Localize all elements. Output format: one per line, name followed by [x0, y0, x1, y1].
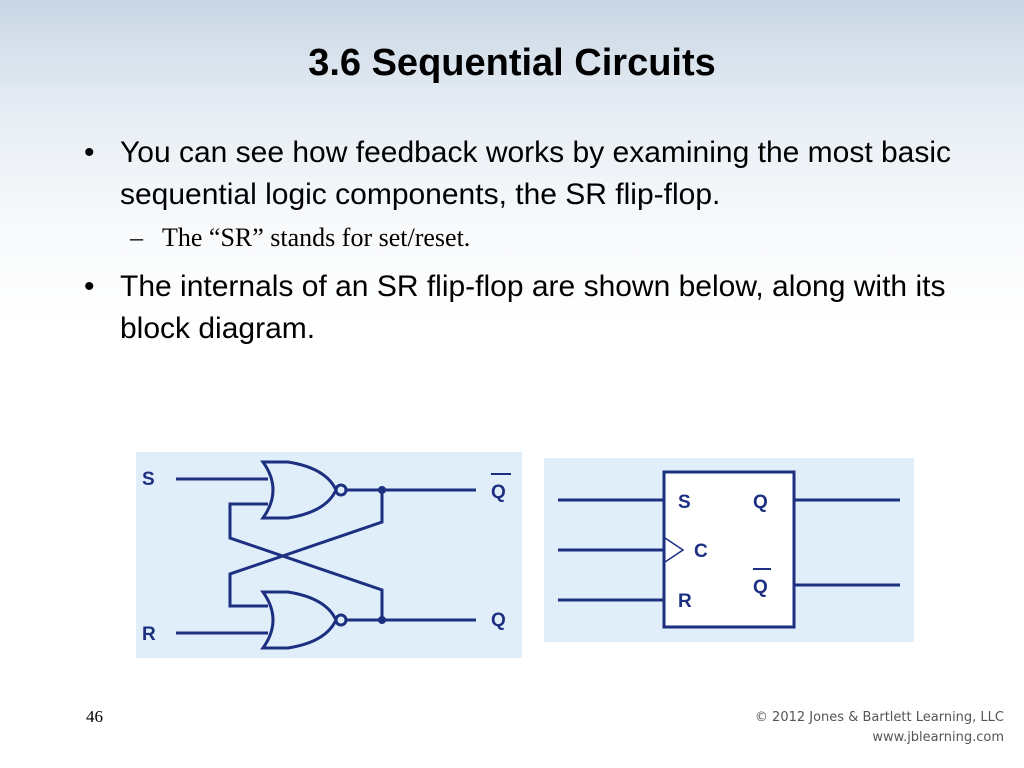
nor-flipflop-schematic: S R Q Q	[142, 460, 511, 650]
block-r-label: R	[678, 591, 692, 612]
nor-bubble-bottom	[334, 613, 348, 627]
feedback-wire-top	[228, 490, 384, 608]
copyright-line: © 2012 Jones & Bartlett Learning, LLC	[754, 710, 1004, 725]
page-number: 46	[86, 707, 103, 726]
junction-dot-bottom	[378, 616, 386, 624]
nor-bubble-top	[334, 483, 348, 497]
sub-bullet-marker: –	[130, 223, 143, 252]
nor-gate-bottom	[260, 590, 338, 650]
block-s-label: S	[678, 492, 691, 513]
publisher-url: www.jblearning.com	[872, 730, 1004, 745]
block-diagram-schematic: S C R Q Q	[558, 470, 900, 629]
q-label: Q	[491, 610, 506, 631]
sub-bullet-text: The “SR” stands for set/reset.	[162, 223, 471, 252]
q-bar-label: Q	[491, 482, 506, 503]
bullet-text: The internals of an SR flip-flop are sho…	[120, 270, 946, 345]
bullet-item: • You can see how feedback works by exam…	[78, 132, 958, 216]
block-c-label: C	[694, 541, 708, 562]
block-diagram: S C R Q Q	[544, 458, 914, 642]
clock-triangle	[664, 537, 685, 563]
bullet-marker: •	[84, 270, 95, 303]
s-label: S	[142, 469, 155, 490]
slide-title: 3.6 Sequential Circuits	[308, 42, 716, 84]
nor-flipflop-diagram: S R Q Q	[136, 452, 522, 658]
flipflop-box	[662, 470, 796, 629]
block-q-bar-label: Q	[753, 577, 768, 598]
block-q-label: Q	[753, 492, 768, 513]
bullet-item: • The internals of an SR flip-flop are s…	[78, 266, 958, 350]
bullet-text: You can see how feedback works by examin…	[120, 136, 952, 211]
r-label: R	[142, 624, 156, 645]
bullet-marker: •	[84, 136, 95, 169]
copyright-notice: © 2012 Jones & Bartlett Learning, LLC ww…	[755, 708, 1004, 748]
bullet-list: • You can see how feedback works by exam…	[78, 132, 958, 350]
sub-bullet-item: – The “SR” stands for set/reset.	[78, 218, 958, 258]
feedback-wire-bottom	[228, 502, 384, 620]
nor-gate-top	[260, 460, 338, 520]
junction-dot-top	[378, 486, 386, 494]
